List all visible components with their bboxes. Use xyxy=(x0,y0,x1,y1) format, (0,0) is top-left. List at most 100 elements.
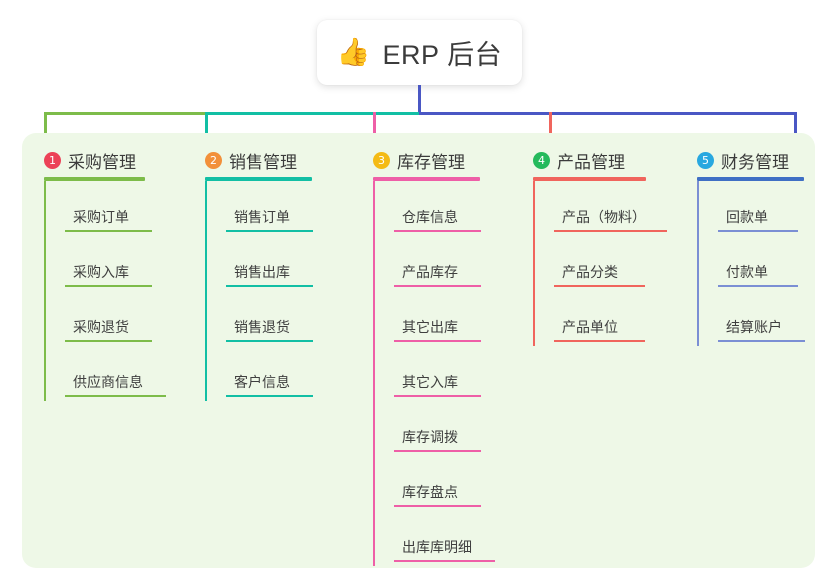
leaf-item-label: 采购订单 xyxy=(73,209,129,225)
leaf-item-rule xyxy=(226,395,313,397)
leaf-item-rule xyxy=(226,285,313,287)
root-stem-connector xyxy=(418,85,421,113)
leaf-item-rule xyxy=(65,340,152,342)
leaf-item[interactable]: 其它入库 xyxy=(394,346,481,401)
leaf-item-rule xyxy=(65,395,166,397)
leaf-item[interactable]: 结算账户 xyxy=(718,291,805,346)
leaf-item-rule xyxy=(394,230,481,232)
leaf-item-label: 产品分类 xyxy=(562,264,618,280)
leaf-item[interactable]: 产品（物料） xyxy=(554,181,667,236)
leaf-item[interactable]: 付款单 xyxy=(718,236,804,291)
leaf-item-rule xyxy=(718,230,798,232)
root-node-card[interactable]: 👍 ERP 后台 xyxy=(317,20,522,85)
leaf-item-label: 产品（物料） xyxy=(562,209,646,225)
leaf-item[interactable]: 采购订单 xyxy=(65,181,152,236)
branch-leaf-list: 采购订单采购入库采购退货供应商信息 xyxy=(44,181,166,401)
leaf-item-label: 产品库存 xyxy=(402,264,458,280)
leaf-item[interactable]: 采购退货 xyxy=(65,291,152,346)
branch-spine xyxy=(373,181,375,566)
leaf-item[interactable]: 仓库信息 xyxy=(394,181,481,236)
branch-leaf-list: 产品（物料） 产品分类产品单位 xyxy=(533,181,667,346)
leaf-item[interactable]: 采购入库 xyxy=(65,236,152,291)
leaf-item-rule xyxy=(394,340,481,342)
bus-connector-blue xyxy=(419,112,797,115)
leaf-item-rule xyxy=(394,505,481,507)
leaf-item[interactable]: 出库库明细 xyxy=(394,511,495,566)
branch-header-rule xyxy=(697,177,804,181)
branch-leaf-list: 回款单付款单结算账户 xyxy=(697,181,805,346)
leaf-item[interactable]: 销售出库 xyxy=(226,236,313,291)
leaf-item-label: 回款单 xyxy=(726,209,768,225)
diagram-panel xyxy=(22,133,815,568)
leaf-item-label: 销售出库 xyxy=(234,264,290,280)
drop-connector-2 xyxy=(205,112,208,136)
branch-column-2: 2 销售管理销售订单销售出库销售退货客户信息 xyxy=(205,148,313,401)
leaf-item-label: 付款单 xyxy=(726,264,768,280)
leaf-item[interactable]: 产品单位 xyxy=(554,291,646,346)
leaf-item[interactable]: 库存调拨 xyxy=(394,401,481,456)
bus-connector-teal xyxy=(208,112,419,115)
branch-index-badge: 3 xyxy=(373,151,390,169)
branch-title: 采购管理 xyxy=(68,152,136,172)
branch-header-rule xyxy=(373,177,480,181)
branch-spine xyxy=(44,181,46,401)
leaf-item-label: 库存盘点 xyxy=(402,484,458,500)
branch-header-2[interactable]: 2 销售管理 xyxy=(205,148,312,172)
leaf-item-rule xyxy=(226,340,313,342)
leaf-item[interactable]: 其它出库 xyxy=(394,291,481,346)
leaf-item-rule xyxy=(394,450,481,452)
branch-header-rule xyxy=(44,177,145,181)
leaf-item-label: 采购入库 xyxy=(73,264,129,280)
leaf-item-rule xyxy=(554,230,667,232)
branch-header-5[interactable]: 5 财务管理 xyxy=(697,148,804,172)
thumbs-up-icon: 👍 xyxy=(336,37,371,67)
leaf-item-rule xyxy=(394,285,481,287)
leaf-item-rule xyxy=(394,560,495,562)
leaf-item[interactable]: 产品分类 xyxy=(554,236,646,291)
bus-connector-green xyxy=(44,112,208,115)
leaf-item[interactable]: 销售订单 xyxy=(226,181,313,236)
branch-leaf-list: 仓库信息产品库存其它出库其它入库库存调拨库存盘点出库库明细 xyxy=(373,181,495,566)
branch-index-badge: 1 xyxy=(44,151,61,169)
leaf-item-rule xyxy=(554,285,645,287)
branch-index-badge: 2 xyxy=(205,151,222,169)
branch-index-badge: 5 xyxy=(697,151,714,169)
leaf-item[interactable]: 销售退货 xyxy=(226,291,313,346)
drop-connector-4 xyxy=(549,112,552,136)
branch-column-1: 1 采购管理采购订单采购入库采购退货供应商信息 xyxy=(44,148,166,401)
branch-title: 财务管理 xyxy=(721,152,789,172)
drop-connector-3 xyxy=(373,112,376,136)
leaf-item[interactable]: 库存盘点 xyxy=(394,456,481,511)
branch-spine xyxy=(697,181,699,346)
leaf-item-rule xyxy=(554,340,645,342)
leaf-item-rule xyxy=(65,285,152,287)
branch-leaf-list: 销售订单销售出库销售退货客户信息 xyxy=(205,181,313,401)
branch-title: 销售管理 xyxy=(229,152,297,172)
leaf-item-rule xyxy=(718,285,798,287)
root-node-title: ERP 后台 xyxy=(382,40,503,70)
leaf-item[interactable]: 客户信息 xyxy=(226,346,313,401)
branch-column-5: 5 财务管理回款单付款单结算账户 xyxy=(697,148,805,346)
leaf-item-label: 供应商信息 xyxy=(73,374,143,390)
leaf-item-rule xyxy=(226,230,313,232)
leaf-item[interactable]: 产品库存 xyxy=(394,236,481,291)
leaf-item-label: 出库库明细 xyxy=(402,539,472,555)
branch-title: 产品管理 xyxy=(557,152,625,172)
leaf-item-label: 仓库信息 xyxy=(402,209,458,225)
branch-header-1[interactable]: 1 采购管理 xyxy=(44,148,145,172)
leaf-item[interactable]: 供应商信息 xyxy=(65,346,166,401)
branch-spine xyxy=(205,181,207,401)
leaf-item-label: 库存调拨 xyxy=(402,429,458,445)
branch-header-rule xyxy=(533,177,646,181)
branch-spine xyxy=(533,181,535,346)
drop-connector-5 xyxy=(794,112,797,136)
leaf-item[interactable]: 回款单 xyxy=(718,181,804,236)
leaf-item-label: 其它入库 xyxy=(402,374,458,390)
drop-connector-1 xyxy=(44,112,47,136)
branch-header-rule xyxy=(205,177,312,181)
leaf-item-label: 结算账户 xyxy=(726,319,782,335)
